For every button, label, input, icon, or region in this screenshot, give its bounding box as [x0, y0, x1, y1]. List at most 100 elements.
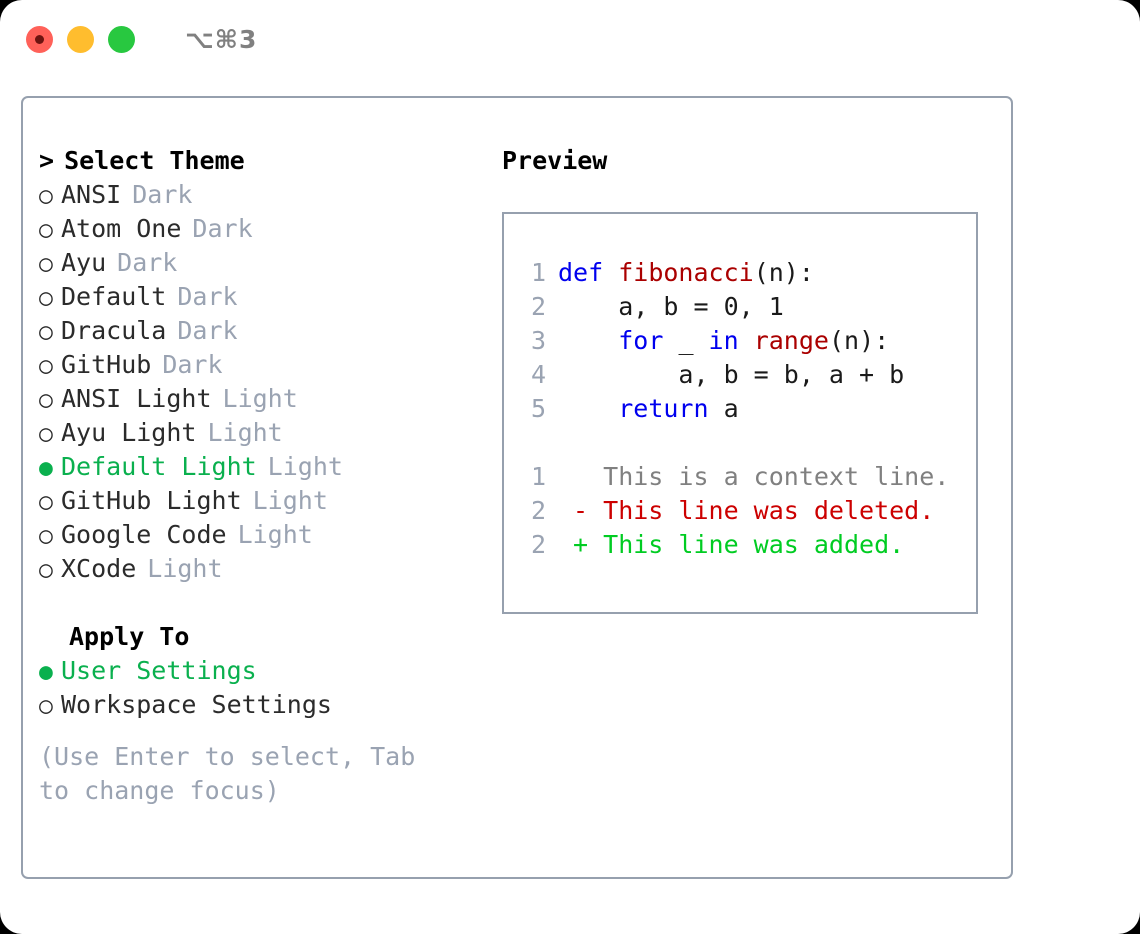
code-token: range: [753, 326, 829, 355]
code-token: for: [618, 326, 679, 355]
apply-to-option-user-settings[interactable]: ● User Settings: [39, 654, 509, 688]
radio-selected-icon: ●: [39, 659, 53, 685]
theme-name: ANSI Light: [61, 384, 212, 413]
code-blank-line: [520, 426, 976, 460]
theme-variant-badge: Light: [237, 520, 313, 549]
maximize-button[interactable]: [108, 25, 135, 53]
theme-option-github-light[interactable]: ○ GitHub Light Light: [39, 484, 509, 518]
theme-name: Google Code: [61, 520, 227, 549]
theme-name: Ayu Light: [61, 418, 197, 447]
code-token: def: [558, 258, 619, 287]
radio-unselected-icon: ○: [39, 353, 53, 379]
apply-to-option-workspace-settings[interactable]: ○ Workspace Settings: [39, 688, 509, 722]
radio-unselected-icon: ○: [39, 421, 53, 447]
code-token: _: [678, 326, 709, 355]
list-spacer: [39, 586, 509, 620]
radio-unselected-icon: ○: [39, 489, 53, 515]
radio-unselected-icon: ○: [39, 251, 53, 277]
code-token: a: [723, 394, 739, 423]
theme-variant-badge: Dark: [117, 248, 178, 277]
radio-unselected-icon: ○: [39, 387, 53, 413]
theme-name: Ayu: [61, 248, 107, 277]
line-number: 1: [530, 462, 546, 491]
theme-variant-badge: Light: [222, 384, 298, 413]
prompt-caret-icon: >: [39, 146, 55, 175]
code-token: (n):: [753, 258, 814, 287]
theme-option-ayu[interactable]: ○ Ayu Dark: [39, 246, 509, 280]
code-token: fibonacci: [618, 258, 754, 287]
theme-variant-badge: Dark: [192, 214, 253, 243]
code-token: return: [618, 394, 724, 423]
apply-to-options-list: ● User Settings ○ Workspace Settings: [39, 654, 509, 722]
diff-line-text: + This line was added.: [558, 530, 905, 559]
diff-line-add: 2 + This line was added.: [520, 528, 976, 562]
radio-selected-icon: ●: [39, 455, 53, 481]
code-line: 5 return a: [520, 392, 976, 426]
code-token: [558, 326, 618, 355]
keyboard-hint-text: (Use Enter to select, Tab to change focu…: [39, 742, 416, 805]
theme-option-default[interactable]: ○ Default Dark: [39, 280, 509, 314]
minimize-button[interactable]: [67, 25, 94, 53]
theme-option-ansi[interactable]: ○ ANSI Dark: [39, 178, 509, 212]
diff-line-text: This is a context line.: [558, 462, 950, 491]
window-controls: [26, 25, 135, 53]
title-bar: ⌥⌘3: [0, 0, 1140, 78]
diff-line-del: 2 - This line was deleted.: [520, 494, 976, 528]
theme-variant-badge: Light: [147, 554, 223, 583]
theme-name: Atom One: [61, 214, 182, 243]
diff-line-ctx: 1 This is a context line.: [520, 460, 976, 494]
theme-variant-badge: Dark: [177, 316, 238, 345]
apply-to-heading: Apply To: [69, 622, 190, 651]
code-token: (n):: [828, 326, 890, 355]
theme-option-atom-one[interactable]: ○ Atom One Dark: [39, 212, 509, 246]
theme-option-ansi-light[interactable]: ○ ANSI Light Light: [39, 382, 509, 416]
code-token: [558, 394, 618, 423]
theme-variant-badge: Light: [252, 486, 328, 515]
theme-option-ayu-light[interactable]: ○ Ayu Light Light: [39, 416, 509, 450]
code-line: 2 a, b = 0, 1: [520, 290, 976, 324]
line-number: 4: [530, 360, 546, 389]
apply-to-option-label: User Settings: [61, 656, 257, 685]
diff-line-text: - This line was deleted.: [558, 496, 935, 525]
line-number: 2: [530, 496, 546, 525]
line-number: 2: [530, 530, 546, 559]
theme-name: Dracula: [61, 316, 167, 345]
theme-name: Default: [61, 282, 167, 311]
theme-variant-badge: Dark: [132, 180, 193, 209]
apply-to-option-label: Workspace Settings: [61, 690, 332, 719]
theme-variant-badge: Dark: [162, 350, 223, 379]
radio-unselected-icon: ○: [39, 693, 53, 719]
theme-option-default-light[interactable]: ● Default Light Light: [39, 450, 509, 484]
radio-unselected-icon: ○: [39, 285, 53, 311]
theme-variant-badge: Light: [267, 452, 343, 481]
theme-name: XCode: [61, 554, 137, 583]
theme-name: GitHub Light: [61, 486, 242, 515]
theme-variant-badge: Dark: [177, 282, 238, 311]
code-token: in: [708, 326, 754, 355]
radio-unselected-icon: ○: [39, 217, 53, 243]
code-token: a, b = 0, 1: [558, 292, 784, 321]
theme-variant-badge: Light: [207, 418, 283, 447]
code-line: 4 a, b = b, a + b: [520, 358, 976, 392]
radio-unselected-icon: ○: [39, 183, 53, 209]
keyboard-shortcut-label: ⌥⌘3: [185, 24, 258, 54]
theme-name: Default Light: [61, 452, 257, 481]
theme-name: ANSI: [61, 180, 122, 209]
line-number: 3: [530, 326, 546, 355]
close-button[interactable]: [26, 25, 53, 53]
code-token: a, b = b, a + b: [558, 360, 905, 389]
code-line: 3 for _ in range(n):: [520, 324, 976, 358]
select-theme-header: >Select Theme: [39, 144, 509, 178]
